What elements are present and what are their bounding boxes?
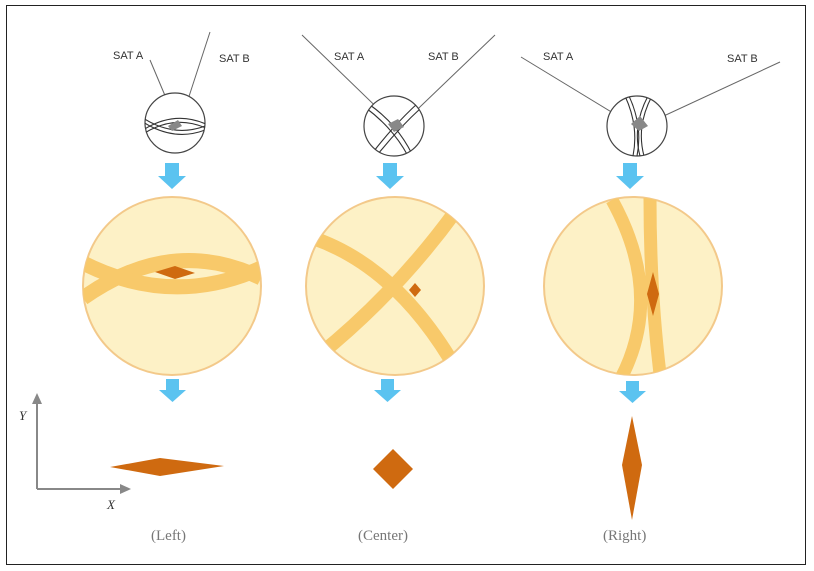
panel-left: SAT A SAT B (Left) [82,31,262,544]
small-globe [144,92,206,154]
small-globe [606,95,668,157]
y-axis-arrowhead [32,393,42,404]
sat-b-label: SAT B [727,53,758,65]
y-axis-label: Y [19,408,28,423]
x-axis-arrowhead [120,484,131,494]
x-axis-label: X [106,497,116,512]
caption-right: (Right) [603,528,646,544]
down-arrow-top [616,163,644,189]
xy-axes: Y X [19,393,131,512]
caption-left: (Left) [151,528,186,544]
coverage-disc [543,196,723,376]
down-arrow-bottom [619,381,646,403]
down-arrow-bottom [159,379,186,402]
error-ellipse-shape [110,458,224,476]
panel-right: SAT A SAT B (Right) [520,51,781,544]
coverage-disc [305,196,485,376]
overlap-region [409,283,421,297]
caption-center: (Center) [358,528,408,544]
down-arrow-top [376,163,404,189]
sat-b-label: SAT B [219,53,250,65]
down-arrow-top [158,163,186,189]
error-ellipse-shape [622,416,642,520]
overlap-region [155,266,195,279]
panel-center: SAT A SAT B (Center) [301,34,496,544]
overlap-region [647,272,659,316]
down-arrow-bottom [374,379,401,402]
sat-a-label: SAT A [113,50,144,62]
sat-a-label: SAT A [334,51,365,63]
small-globe [363,95,425,157]
sat-a-label: SAT A [543,51,574,63]
sat-b-label: SAT B [428,51,459,63]
error-ellipse-shape [373,449,413,489]
coverage-disc [82,196,262,376]
